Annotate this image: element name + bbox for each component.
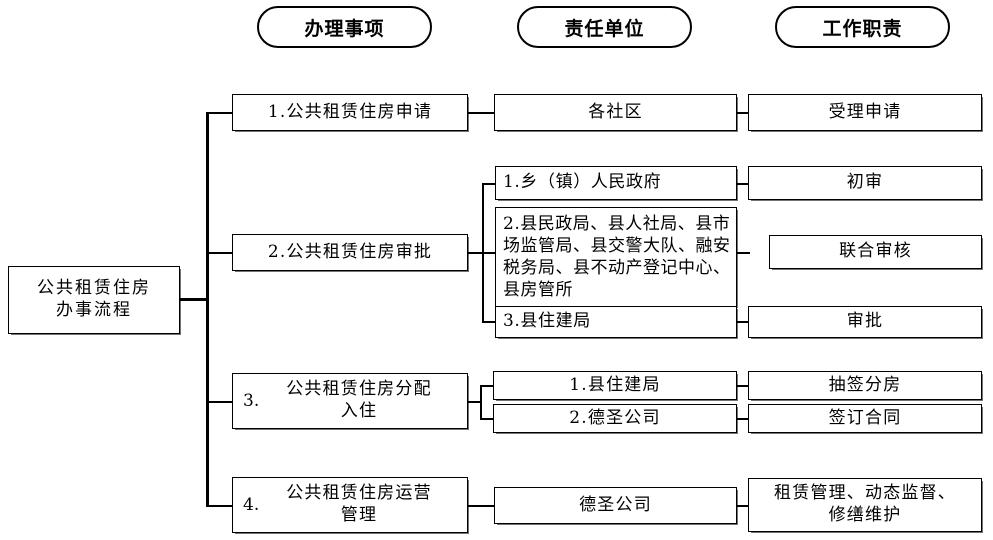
duty-box-3-1: 抽签分房 bbox=[748, 371, 982, 400]
unit-box-2-1: 1.乡（镇）人民政府 bbox=[495, 166, 737, 200]
duty-label-2-3: 审批 bbox=[846, 311, 884, 332]
step-label-2: 2.公共租赁住房审批 bbox=[233, 242, 467, 264]
step-text-3-line2: 入住 bbox=[340, 401, 378, 421]
connector-main-trunk bbox=[206, 112, 209, 506]
unit-label-2-2: 2.县民政局、县人社局、县市场监管局、县交警大队、融安税务局、县不动产登记中心、… bbox=[503, 213, 731, 301]
duty-label-4-1-line1: 租赁管理、动态监督、 bbox=[774, 483, 956, 504]
unit-label-3-1: 1.县住建局 bbox=[569, 374, 661, 395]
connector-unit3-2-to-duty bbox=[737, 418, 750, 420]
step-number-3: 3. bbox=[243, 391, 260, 412]
connector-unit3-1-to-duty bbox=[737, 385, 750, 387]
step-label-1: 1.公共租赁住房申请 bbox=[233, 102, 467, 124]
connector-step2-to-unit-3 bbox=[482, 321, 496, 323]
duty-box-4-1: 租赁管理、动态监督、 修缮维护 bbox=[748, 478, 982, 532]
root-node-line2: 办事流程 bbox=[56, 300, 132, 320]
connector-step2-stub bbox=[468, 252, 484, 254]
duty-label-4-1: 租赁管理、动态监督、 修缮维护 bbox=[749, 483, 981, 527]
unit-box-1-1: 各社区 bbox=[494, 94, 737, 131]
unit-box-3-2: 2.德圣公司 bbox=[493, 404, 737, 433]
connector-trunk-row-3 bbox=[206, 401, 233, 403]
step-number-1: 1. bbox=[267, 101, 287, 122]
step-text-2: 公共租赁住房审批 bbox=[286, 241, 433, 262]
connector-step2-to-unit-1 bbox=[482, 183, 496, 185]
connector-unit2-2-to-duty bbox=[737, 252, 750, 254]
step-label-3: 公共租赁住房分配 入住 bbox=[233, 379, 467, 423]
connector-trunk-row-4 bbox=[206, 505, 233, 507]
connector-step2-to-unit-2 bbox=[482, 252, 496, 254]
step-label-4: 公共租赁住房运营 管理 bbox=[233, 483, 467, 527]
header-pill-responsible-unit: 责任单位 bbox=[517, 6, 692, 48]
connector-step3-to-unit-1 bbox=[480, 385, 494, 387]
duty-label-2-1: 初审 bbox=[846, 172, 884, 193]
connector-root-to-trunk bbox=[180, 298, 208, 301]
duty-box-1-1: 受理申请 bbox=[748, 94, 982, 131]
step-text-4-line1: 公共租赁住房运营 bbox=[286, 483, 432, 504]
duty-label-1-1: 受理申请 bbox=[828, 101, 902, 122]
root-node-label: 公共租赁住房 办事流程 bbox=[9, 278, 179, 322]
duty-label-3-1: 抽签分房 bbox=[828, 374, 902, 395]
connector-step4-to-unit bbox=[468, 505, 495, 507]
duty-box-3-2: 签订合同 bbox=[748, 404, 982, 433]
duty-label-4-1-line2: 修缮维护 bbox=[828, 505, 902, 525]
header-label-process-item: 办理事项 bbox=[304, 17, 385, 40]
connector-step1-to-unit bbox=[468, 112, 495, 114]
connector-step3-fan-vertical bbox=[480, 385, 482, 418]
connector-unit2-1-to-duty bbox=[737, 183, 750, 185]
step-box-2: 2.公共租赁住房审批 bbox=[232, 234, 468, 271]
connector-unit4-to-duty bbox=[737, 505, 750, 507]
unit-box-4-1: 德圣公司 bbox=[494, 487, 737, 524]
duty-label-3-2: 签订合同 bbox=[828, 407, 902, 428]
connector-step3-to-unit-2 bbox=[480, 418, 494, 420]
header-pill-process-item: 办理事项 bbox=[257, 6, 432, 48]
step-text-1: 公共租赁住房申请 bbox=[286, 101, 433, 122]
duty-label-2-2: 联合审核 bbox=[839, 241, 912, 262]
connector-trunk-row-2 bbox=[206, 252, 233, 254]
step-text-4-line2: 管理 bbox=[340, 505, 378, 525]
root-node: 公共租赁住房 办事流程 bbox=[8, 266, 180, 334]
connector-unit1-to-duty bbox=[737, 112, 750, 114]
connector-unit2-3-to-duty bbox=[737, 321, 750, 323]
step-box-3: 3. 公共租赁住房分配 入住 bbox=[232, 373, 468, 429]
duty-box-2-2: 联合审核 bbox=[769, 235, 982, 269]
unit-label-3-2: 2.德圣公司 bbox=[569, 407, 661, 428]
step-number-2: 2. bbox=[267, 241, 287, 262]
unit-box-2-3: 3.县住建局 bbox=[495, 306, 737, 338]
unit-box-3-1: 1.县住建局 bbox=[493, 371, 737, 400]
header-label-work-duty: 工作职责 bbox=[822, 17, 903, 40]
connector-trunk-row-1 bbox=[206, 112, 233, 114]
connector-step3-stub bbox=[468, 401, 482, 403]
duty-box-2-3: 审批 bbox=[748, 306, 982, 338]
unit-label-4-1: 德圣公司 bbox=[579, 494, 652, 515]
step-text-3-line1: 公共租赁住房分配 bbox=[286, 379, 432, 400]
unit-label-2-3: 3.县住建局 bbox=[503, 311, 591, 332]
header-label-responsible-unit: 责任单位 bbox=[564, 17, 645, 40]
step-box-4: 4. 公共租赁住房运营 管理 bbox=[232, 477, 468, 533]
unit-label-1-1: 各社区 bbox=[588, 101, 643, 122]
unit-box-2-2: 2.县民政局、县人社局、县市场监管局、县交警大队、融安税务局、县不动产登记中心、… bbox=[495, 207, 737, 307]
duty-box-2-1: 初审 bbox=[748, 166, 982, 200]
header-pill-work-duty: 工作职责 bbox=[775, 6, 950, 48]
root-node-line1: 公共租赁住房 bbox=[37, 278, 151, 299]
step-number-4: 4. bbox=[243, 495, 260, 516]
unit-label-2-1: 1.乡（镇）人民政府 bbox=[503, 172, 662, 193]
step-box-1: 1.公共租赁住房申请 bbox=[232, 94, 468, 131]
